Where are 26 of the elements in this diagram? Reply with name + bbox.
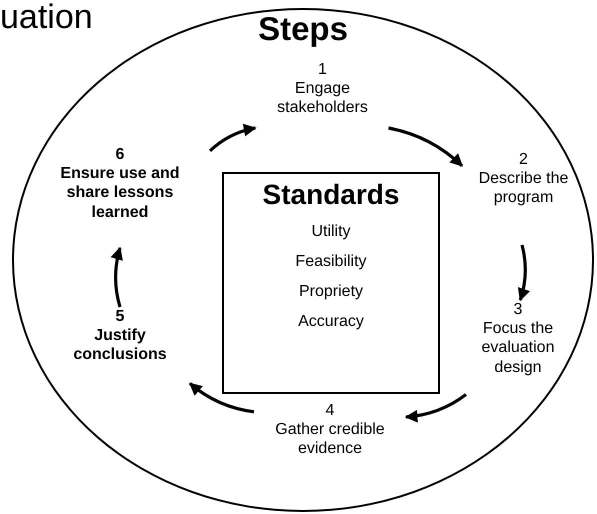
cycle-heading: Steps — [258, 12, 348, 47]
standard-item: Accuracy — [298, 312, 364, 332]
step-number: 4 — [326, 401, 334, 420]
cycle-arrow — [208, 124, 257, 152]
title-fragment: uation — [0, 0, 93, 36]
cycle-arrow — [110, 246, 124, 308]
cycle-arrow — [188, 382, 254, 414]
standard-item: Feasibility — [295, 252, 367, 271]
standards-box — [222, 172, 440, 394]
standards-heading: Standards — [262, 178, 400, 212]
step-label: Describe the program — [478, 169, 570, 208]
cycle-arrow — [404, 393, 467, 422]
step-number: 1 — [318, 60, 327, 80]
cycle-arrow — [388, 126, 464, 167]
step-label: Gather credible evidence — [274, 420, 386, 459]
step-number: 5 — [116, 307, 124, 326]
step-number: 3 — [514, 300, 522, 320]
step-label: Focus the evaluation design — [480, 319, 556, 377]
step-number: 6 — [116, 145, 124, 164]
cycle-arrow — [518, 244, 530, 302]
step-label: Justify conclusions — [72, 326, 168, 365]
standard-item: Utility — [311, 222, 351, 241]
step-number: 2 — [519, 150, 528, 170]
step-label: Engage stakeholders — [276, 79, 369, 118]
standard-item: Propriety — [298, 282, 364, 302]
step-label: Ensure use and share lessons learned — [59, 164, 181, 222]
